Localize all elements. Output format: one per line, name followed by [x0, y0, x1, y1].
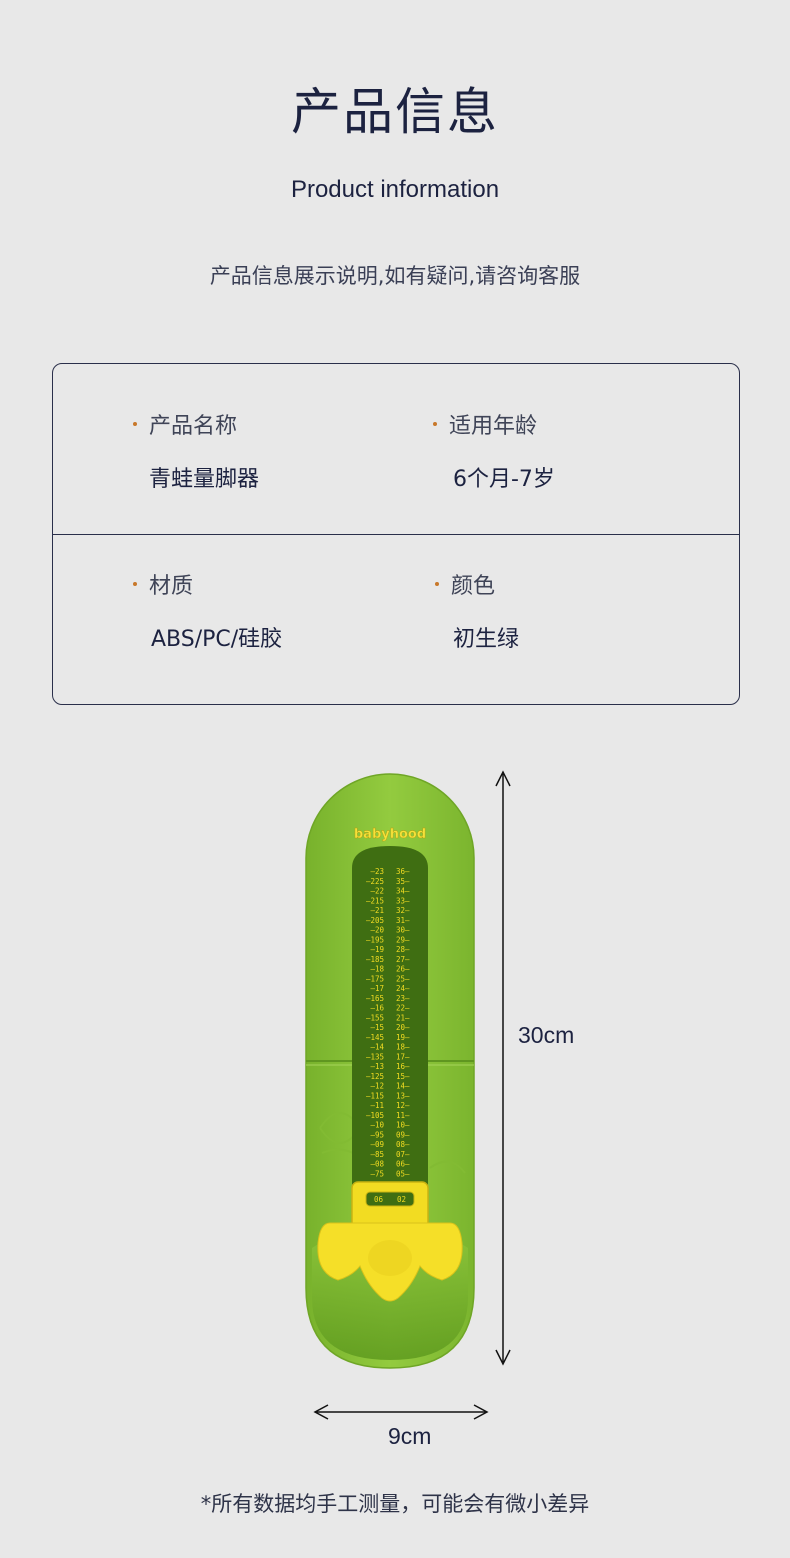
- scale-label-right: 06—: [396, 1160, 410, 1169]
- scale-label-right: 07—: [396, 1150, 410, 1159]
- scale-label-right: 25—: [396, 974, 410, 983]
- scale-label-right: 22—: [396, 1004, 410, 1013]
- scale-label-left: —95: [370, 1130, 384, 1139]
- scale-label-right: 36—: [396, 867, 410, 876]
- scale-label-right: 05—: [396, 1169, 410, 1178]
- scale-label-left: —85: [370, 1150, 384, 1159]
- scale-label-left: —75: [370, 1169, 384, 1178]
- scale-label-left: —225: [366, 877, 384, 886]
- scale-label-right: 19—: [396, 1033, 410, 1042]
- scale-label-right: 29—: [396, 935, 410, 944]
- color-label: 颜色: [435, 568, 495, 600]
- product-info-table: 产品名称 青蛙量脚器 适用年龄 6个月-7岁 材质 ABS/PC/硅胶 颜色 初…: [52, 363, 740, 705]
- material-value: ABS/PC/硅胶: [151, 627, 283, 652]
- scale-label-right: 21—: [396, 1013, 410, 1022]
- scale-label-right: 32—: [396, 906, 410, 915]
- scale-label-left: —205: [366, 916, 384, 925]
- scale-label-left: —175: [366, 974, 384, 983]
- scale-label-left: —08: [370, 1160, 384, 1169]
- brand-logo: babyhood: [354, 827, 426, 842]
- scale-label-left: —12: [370, 1082, 384, 1091]
- age-value: 6个月-7岁: [453, 467, 555, 492]
- foot-measurer-image: babyhood —23—225—22—215—21—205—20—195—19…: [305, 773, 475, 1369]
- bullet-dot-icon: [435, 582, 439, 586]
- scale-label-left: —115: [366, 1091, 384, 1100]
- page-title: 产品信息: [291, 83, 499, 141]
- scale-label-left: —165: [366, 994, 384, 1003]
- width-arrow-icon: [313, 1404, 489, 1420]
- scale-label-right: 28—: [396, 945, 410, 954]
- table-divider: [53, 534, 739, 535]
- scale-label-right: 14—: [396, 1082, 410, 1091]
- scale-label-left: —155: [366, 1013, 384, 1022]
- scale-label-right: 23—: [396, 994, 410, 1003]
- color-value: 初生绿: [453, 627, 520, 652]
- width-dimension-label: 9cm: [388, 1423, 432, 1449]
- scale-label-right: 26—: [396, 965, 410, 974]
- scale-label-left: —10: [370, 1121, 384, 1130]
- scale-label-left: —21: [370, 906, 384, 915]
- bullet-dot-icon: [433, 422, 437, 426]
- scale-label-right: 30—: [396, 926, 410, 935]
- scale-label-right: 15—: [396, 1072, 410, 1081]
- scale-label-left: —135: [366, 1052, 384, 1061]
- scale-label-right: 33—: [396, 896, 410, 905]
- scale-label-left: —22: [370, 887, 384, 896]
- scale-label-right: 17—: [396, 1052, 410, 1061]
- scale-label-left: —105: [366, 1111, 384, 1120]
- scale-label-right: 08—: [396, 1140, 410, 1149]
- scale-label-right: 11—: [396, 1111, 410, 1120]
- scale-label-left: —23: [370, 867, 384, 876]
- height-dimension-label: 30cm: [518, 1022, 575, 1048]
- scale-label-left: —11: [370, 1101, 384, 1110]
- scale-label-right: 24—: [396, 984, 410, 993]
- slider-reading: 06: [374, 1195, 384, 1204]
- scale-label-left: —125: [366, 1072, 384, 1081]
- scale-label-left: —145: [366, 1033, 384, 1042]
- height-arrow-icon: [495, 770, 511, 1366]
- scale-slot: [352, 846, 428, 1208]
- scale-label-left: —19: [370, 945, 384, 954]
- scale-label-right: 34—: [396, 887, 410, 896]
- scale-label-right: 10—: [396, 1121, 410, 1130]
- scale-label-left: —215: [366, 896, 384, 905]
- size-scale: —23—225—22—215—21—205—20—195—19—185—18—1…: [366, 867, 410, 1178]
- scale-label-right: 13—: [396, 1091, 410, 1100]
- slider-window: [365, 1191, 415, 1207]
- slider-reading: 02: [397, 1195, 406, 1204]
- scale-label-left: —195: [366, 935, 384, 944]
- scale-label-right: 16—: [396, 1062, 410, 1071]
- bullet-dot-icon: [133, 582, 137, 586]
- page-subtitle: 产品信息展示说明,如有疑问,请咨询客服: [209, 264, 581, 288]
- material-label: 材质: [133, 568, 193, 600]
- scale-label-left: —20: [370, 926, 384, 935]
- scale-label-left: —17: [370, 984, 384, 993]
- scale-label-right: 18—: [396, 1043, 410, 1052]
- scale-label-left: —16: [370, 1004, 384, 1013]
- scale-label-left: —185: [366, 955, 384, 964]
- scale-label-left: —15: [370, 1023, 384, 1032]
- page-title-english: Product information: [290, 176, 500, 203]
- name-value: 青蛙量脚器: [149, 467, 260, 492]
- scale-label-right: 20—: [396, 1023, 410, 1032]
- scale-label-right: 12—: [396, 1101, 410, 1110]
- scale-label-left: —18: [370, 965, 384, 974]
- scale-label-left: —09: [370, 1140, 384, 1149]
- scale-label-right: 31—: [396, 916, 410, 925]
- name-label: 产品名称: [133, 408, 237, 440]
- scale-label-left: —13: [370, 1062, 384, 1071]
- scale-label-left: —14: [370, 1043, 384, 1052]
- measurement-disclaimer: *所有数据均手工测量，可能会有微小差异: [200, 1492, 590, 1516]
- bullet-dot-icon: [133, 422, 137, 426]
- scale-label-right: 27—: [396, 955, 410, 964]
- scale-label-right: 09—: [396, 1130, 410, 1139]
- age-label: 适用年龄: [433, 408, 537, 440]
- scale-label-right: 35—: [396, 877, 410, 886]
